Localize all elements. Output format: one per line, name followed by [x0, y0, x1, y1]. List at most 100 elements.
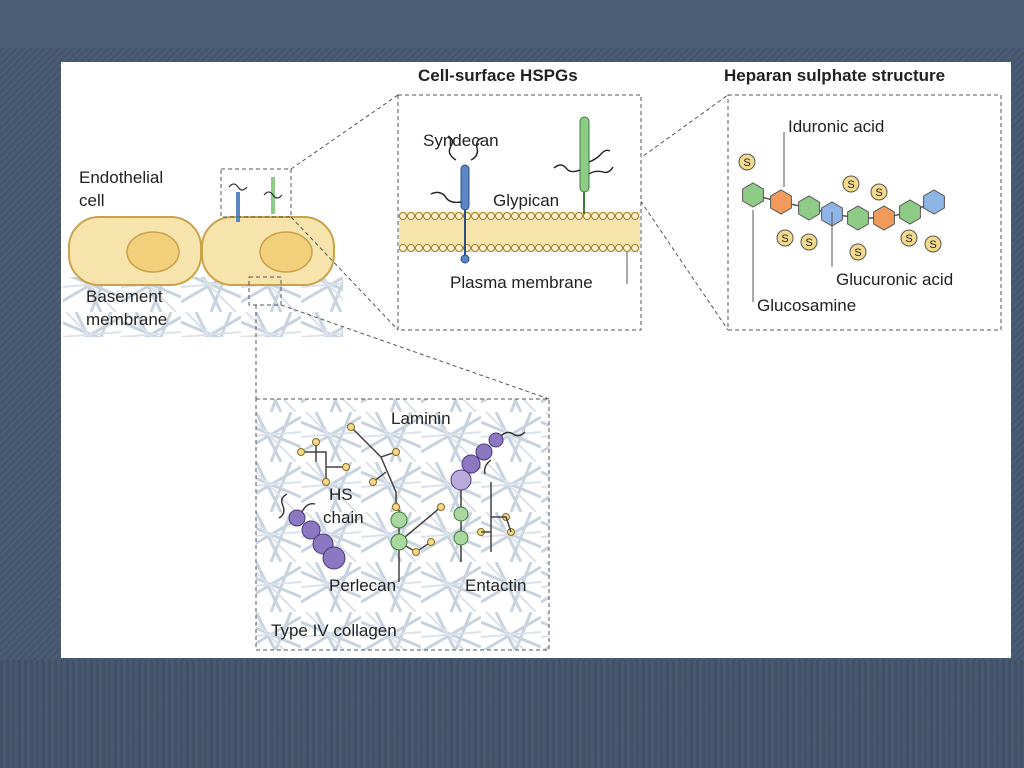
lipid-head-outer: [447, 212, 455, 220]
lipid-head-outer: [487, 212, 495, 220]
lipid-head-inner: [567, 244, 575, 252]
sugar-ring: [798, 195, 820, 221]
entactin-bead-4: [450, 469, 472, 491]
lipid-head-outer: [471, 212, 479, 220]
lipid-head-inner: [623, 244, 631, 252]
sulphate-group: [776, 229, 794, 247]
laminin-bead: [427, 538, 435, 546]
entactin-globule-1: [453, 506, 469, 522]
lipid-head-inner: [551, 244, 559, 252]
laminin-label: Laminin: [391, 409, 451, 428]
slide-bottom-band: [0, 660, 1024, 768]
lipid-head-inner: [599, 244, 607, 252]
lipid-head-inner: [471, 244, 479, 252]
entactin-bead-2: [475, 443, 493, 461]
heparan-structure-title: Heparan sulphate structure: [724, 66, 945, 85]
lipid-head-outer: [599, 212, 607, 220]
lipid-head-outer: [527, 212, 535, 220]
lipid-head-inner: [527, 244, 535, 252]
perlecan-label: Perlecan: [329, 576, 396, 595]
perlecan-bead-1: [288, 509, 306, 527]
endothelial-cell-label-1: Endothelial: [79, 168, 163, 187]
lipid-head-outer: [503, 212, 511, 220]
basement-membrane-label-2: membrane: [86, 310, 167, 329]
glypican-protein: [553, 116, 614, 214]
laminin-globule-2: [390, 533, 408, 551]
lipid-head-outer: [559, 212, 567, 220]
lipid-head-inner: [495, 244, 503, 252]
lipid-head-outer: [583, 212, 591, 220]
lipid-head-inner: [415, 244, 423, 252]
sugar-ring: [923, 189, 945, 215]
lipid-head-inner: [543, 244, 551, 252]
sulphate-symbol: S: [805, 237, 812, 249]
entactin-label: Entactin: [465, 576, 526, 595]
glucosamine-label: Glucosamine: [757, 296, 856, 315]
laminin-bead: [412, 548, 420, 556]
sulphate-symbol: S: [875, 187, 882, 199]
lipid-head-outer: [407, 212, 415, 220]
laminin-bead: [322, 478, 330, 486]
lipid-head-inner: [607, 244, 615, 252]
lipid-head-outer: [431, 212, 439, 220]
lipid-head-inner: [559, 244, 567, 252]
glucuronic-acid-label: Glucuronic acid: [836, 270, 953, 289]
laminin-bead: [297, 448, 305, 456]
lipid-head-outer: [479, 212, 487, 220]
basement-membrane-label-1: Basement: [86, 287, 163, 306]
lipid-head-inner: [439, 244, 447, 252]
sulphate-group: [924, 235, 942, 253]
lipid-head-outer: [423, 212, 431, 220]
hspg-diagram: Endothelial cell Basement membrane Cell-…: [63, 66, 1002, 651]
lipid-head-outer: [439, 212, 447, 220]
syndecan-protein: [430, 135, 483, 264]
lipid-head-inner: [503, 244, 511, 252]
sulphate-symbol: S: [929, 239, 936, 251]
sulphate-symbol: S: [781, 233, 788, 245]
zoom-box-matrix: [248, 276, 282, 306]
sulphate-symbol: S: [847, 179, 854, 191]
laminin-bead: [347, 423, 355, 431]
lipid-head-outer: [535, 212, 543, 220]
lipid-head-outer: [623, 212, 631, 220]
sugar-ring: [742, 182, 764, 208]
iduronic-acid-label: Iduronic acid: [788, 117, 884, 136]
hs-chain-label-1: HS: [329, 485, 353, 504]
basement-membrane-molecules: [278, 423, 526, 582]
lipid-head-inner: [407, 244, 415, 252]
laminin-bead: [342, 463, 350, 471]
lipid-head-inner: [455, 244, 463, 252]
perlecan-bead-2: [301, 520, 321, 540]
lipid-head-inner: [583, 244, 591, 252]
lipid-head-outer: [567, 212, 575, 220]
laminin-globule-1: [390, 511, 408, 529]
sugar-ring: [873, 205, 895, 231]
lipid-head-outer: [455, 212, 463, 220]
sugar-pointers: [752, 132, 833, 302]
lipid-head-outer: [511, 212, 519, 220]
lipid-head-outer: [399, 212, 407, 220]
lipid-head-outer: [543, 212, 551, 220]
laminin-bead: [312, 438, 320, 446]
laminin-bead: [392, 503, 400, 511]
lipid-head-inner: [575, 244, 583, 252]
lipid-head-outer: [495, 212, 503, 220]
sugar-ring: [899, 199, 921, 225]
hs-chain-label-2: chain: [323, 508, 364, 527]
sulphate-group: [800, 233, 818, 251]
lipid-head-inner: [479, 244, 487, 252]
lipid-head-inner: [615, 244, 623, 252]
sulphate-symbol: S: [854, 247, 861, 259]
laminin-bead: [437, 503, 445, 511]
lipid-head-inner: [487, 244, 495, 252]
glypican-label: Glypican: [493, 191, 559, 210]
laminin-bead: [369, 478, 377, 486]
lipid-head-outer: [631, 212, 639, 220]
slide-top-band: [0, 0, 1024, 48]
lipid-head-outer: [607, 212, 615, 220]
entactin-bead-1: [488, 432, 504, 448]
basement-membrane-fibers: [63, 277, 343, 337]
type-iv-collagen-label: Type IV collagen: [271, 621, 397, 640]
lipid-head-inner: [447, 244, 455, 252]
